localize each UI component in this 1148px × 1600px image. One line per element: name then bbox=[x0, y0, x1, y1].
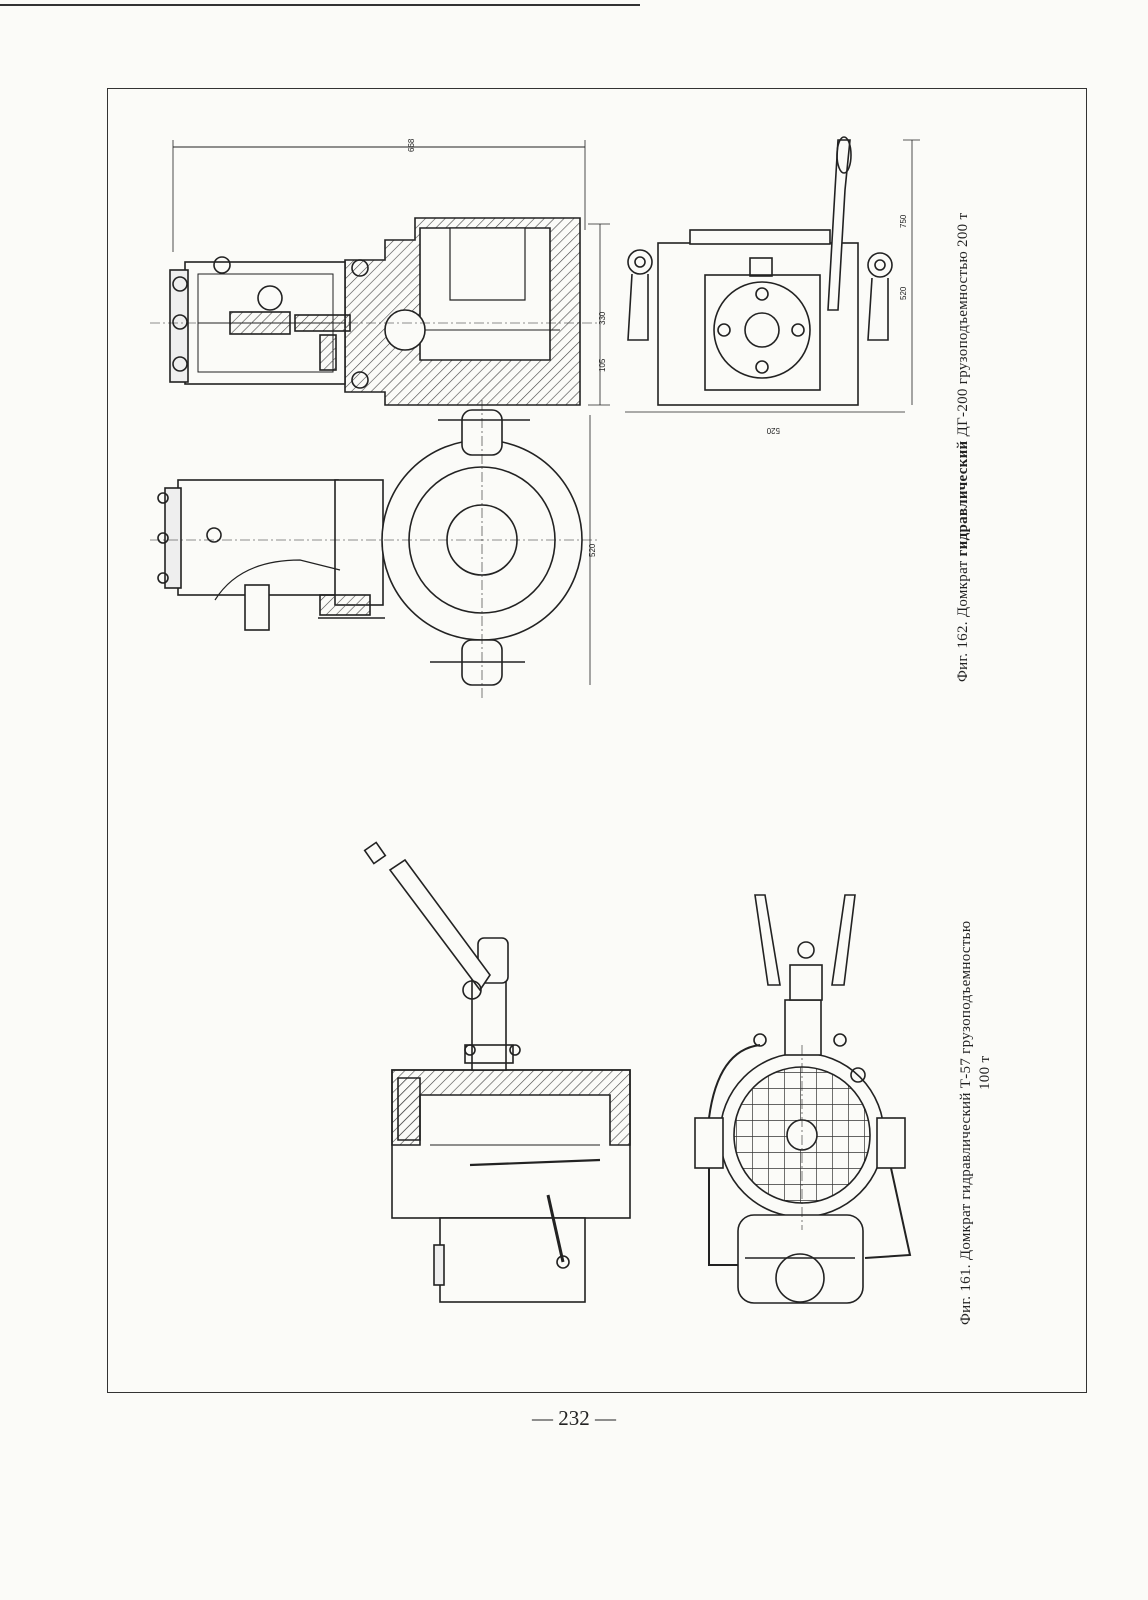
top-rule bbox=[0, 4, 640, 6]
dim-105: 105 bbox=[598, 358, 607, 372]
fig161-caption-line1: Фиг. 161. Домкрат гидравлический Т-57 гр… bbox=[958, 920, 974, 1325]
fig161-front-view bbox=[694, 894, 912, 1304]
figure-frame bbox=[107, 88, 1087, 1393]
fig162-top-view bbox=[625, 136, 920, 413]
dim-520-front: 520 bbox=[588, 543, 597, 557]
fig162-front-view bbox=[150, 400, 600, 700]
page-number: — 232 — bbox=[532, 1406, 616, 1430]
dim-750: 750 bbox=[899, 214, 908, 228]
fig162-caption-bold: гидравлический bbox=[955, 440, 971, 557]
dim-330: 330 bbox=[598, 311, 607, 325]
fig162-side-section bbox=[150, 140, 610, 406]
dim-668: 668 bbox=[407, 138, 416, 152]
dim-520-top-height: 520 bbox=[899, 286, 908, 300]
fig161-caption-line2: 100 т bbox=[977, 1055, 993, 1090]
fig162-caption: Фиг. 162. Домкрат гидравлический ДГ-200 … bbox=[955, 212, 971, 682]
dim-520-top-width: 520 bbox=[766, 426, 780, 435]
fig161-side-section bbox=[363, 841, 631, 1303]
